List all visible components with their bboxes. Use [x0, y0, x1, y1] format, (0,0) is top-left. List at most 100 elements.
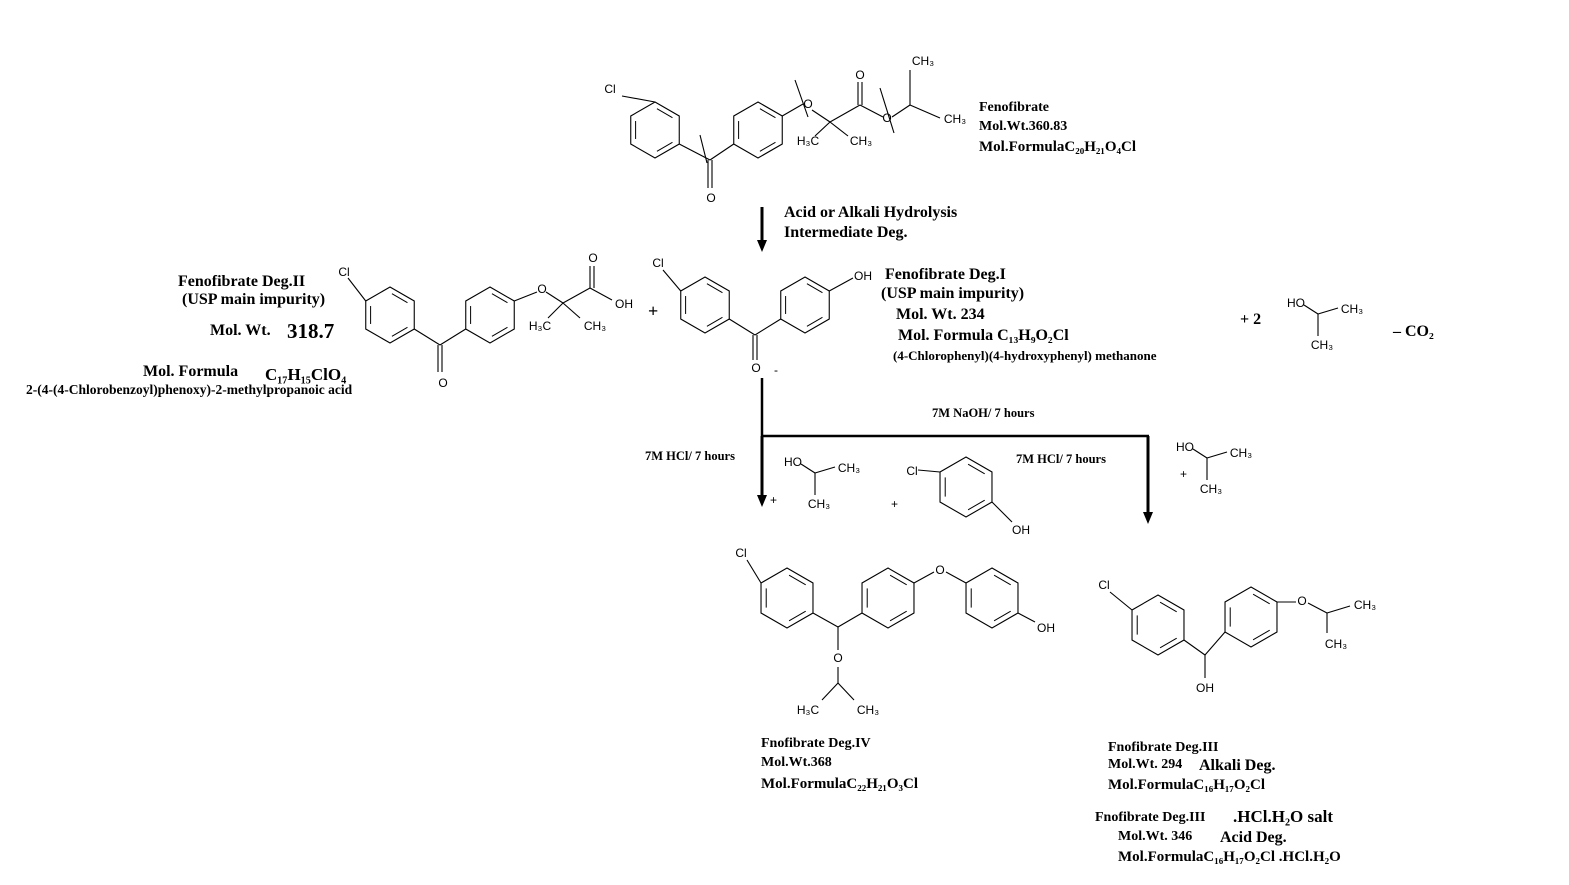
bond [1307, 602, 1328, 614]
bond [821, 682, 839, 701]
plus-sign: + [891, 497, 898, 511]
compound-note: (USP main impurity) [182, 291, 325, 308]
benzene-ring [1224, 586, 1278, 648]
molecular-weight: Mol. Wt. 234 [896, 306, 985, 323]
atom-label: O [882, 111, 891, 125]
benzene-ring [733, 101, 783, 159]
molecular-formula: Mol.FormulaC₂₀H₂₁O₄Cl [979, 139, 1136, 155]
bond [514, 291, 538, 302]
atom-label: CH₃ [1230, 446, 1252, 460]
arrowhead [757, 240, 767, 252]
salt-molecular-formula: Mol.FormulaC₁₆H₁₇O₂Cl .HCl.H₂O [1118, 849, 1341, 865]
bond [812, 612, 839, 628]
compound-note: (USP main impurity) [881, 285, 1024, 302]
compound-name: Fenofibrate Deg.I [885, 266, 1006, 283]
bond [491, 293, 508, 304]
bond [1206, 451, 1228, 459]
molecular-formula-label: Mol. Formula [143, 363, 238, 380]
bond [562, 287, 591, 304]
condition-hcl: 7M HCl/ 7 hours [645, 449, 735, 463]
plus-sign: + [770, 493, 777, 507]
atom-label: CH₃ [808, 497, 830, 511]
bond [439, 328, 467, 346]
atom-label: Cl [906, 464, 917, 478]
atom-label: CH₃ [838, 461, 860, 475]
benzene-ring [861, 567, 915, 629]
atom-label: HO [1287, 296, 1305, 310]
compound-name: Fnofibrate Deg.IV [761, 736, 871, 751]
reaction-condition: Intermediate Deg. [784, 224, 908, 241]
bond [814, 121, 831, 137]
bond [991, 501, 1013, 523]
bond [811, 109, 831, 123]
bond [662, 269, 682, 292]
compound-name: Fnofibrate Deg.III [1108, 740, 1218, 755]
bond [800, 463, 816, 474]
minus-co2: – CO₂ [1392, 323, 1434, 340]
bond [993, 574, 1011, 586]
bond [621, 95, 656, 103]
bond [1326, 605, 1351, 614]
atom-label: O [803, 97, 812, 111]
bond [728, 318, 756, 336]
bond [879, 87, 895, 134]
bond [837, 682, 855, 701]
bond [656, 108, 673, 119]
atom-label: O [855, 68, 864, 82]
bond [759, 141, 776, 152]
bond [909, 104, 941, 119]
molecular-weight: Mol.Wt.360.83 [979, 119, 1067, 134]
atom-label: CH₃ [857, 703, 879, 717]
atom-label: Cl [1098, 578, 1109, 592]
bond [1252, 629, 1270, 641]
bond [806, 283, 823, 294]
atom-label: Cl [338, 265, 349, 279]
degradation-type: Acid Deg. [1220, 829, 1287, 846]
atom-label: OH [1196, 681, 1214, 695]
bond [1159, 637, 1177, 649]
bond [1252, 593, 1270, 605]
atom-label: O [935, 563, 944, 577]
bond [829, 121, 849, 137]
bond [891, 104, 911, 118]
bond [678, 143, 711, 161]
bond [781, 103, 804, 117]
compound-name: Fenofibrate [979, 100, 1049, 115]
bond [589, 287, 613, 301]
atom-label: O [751, 361, 760, 375]
bond [967, 463, 985, 475]
salt-suffix: .HCl.H₂O salt [1233, 807, 1333, 826]
bond [917, 469, 941, 473]
benzene-ring [680, 276, 730, 334]
bond [806, 316, 823, 327]
arrowhead [1143, 512, 1153, 524]
bond [1303, 304, 1319, 315]
condition-naoh: 7M NaOH/ 7 hours [932, 406, 1035, 420]
plus-sign: + [648, 301, 658, 321]
atom-label: Cl [652, 256, 663, 270]
salt-molecular-weight: Mol.Wt. 346 [1118, 829, 1192, 844]
bond [829, 104, 861, 123]
bond [545, 291, 564, 304]
benzene-ring [760, 567, 814, 629]
reaction-condition: Acid or Alkali Hydrolysis [784, 204, 957, 221]
bond [706, 316, 723, 327]
bond [814, 466, 836, 474]
atom-label: H₃C [797, 134, 820, 148]
plus-sign: + [1180, 467, 1187, 481]
bond [491, 326, 508, 337]
atom-label: O [537, 282, 546, 296]
bond [656, 141, 673, 152]
bond [759, 108, 776, 119]
atom-label: - [774, 363, 778, 377]
bond [1192, 448, 1208, 459]
molecular-formula: Mol.FormulaC₂₂H₂₁O₃Cl [761, 776, 918, 792]
bond [1017, 612, 1036, 623]
